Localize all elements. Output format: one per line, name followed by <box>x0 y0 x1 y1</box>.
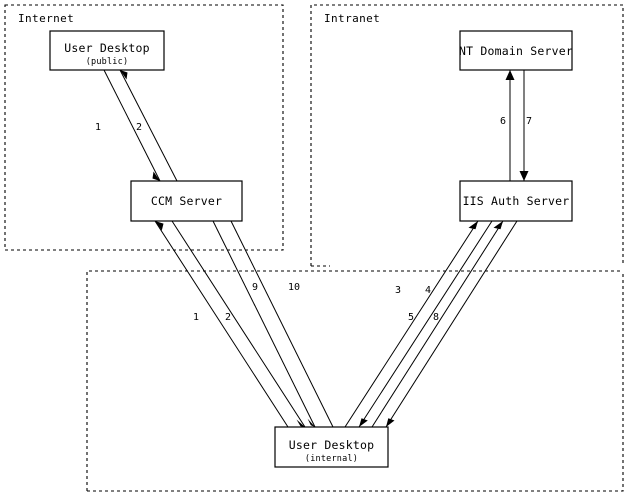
flow-label-5: 5 <box>408 312 414 323</box>
zone-internet-boundary <box>4 4 284 251</box>
zone-internet-label: Internet <box>18 12 74 25</box>
flow-3-line <box>344 220 479 428</box>
node-user-desktop-internal-subtitle: (internal) <box>305 454 358 464</box>
flow-2-line <box>119 69 178 182</box>
flow-5-line <box>371 220 504 428</box>
node-ccm-server[interactable]: CCM Server <box>130 180 243 222</box>
flow-label-2b: 2 <box>225 312 231 323</box>
node-nt-domain-server-box[interactable] <box>459 30 573 71</box>
flow-1-line <box>103 69 161 182</box>
flow-label-9: 9 <box>252 282 258 293</box>
flow-10-line <box>230 220 334 428</box>
flow-2b-line <box>171 220 306 428</box>
flow-label-6: 6 <box>500 116 506 127</box>
flow-9-line <box>212 220 316 428</box>
flow-label-3: 3 <box>395 285 401 296</box>
zone-internal-boundary-right <box>87 271 624 492</box>
node-iis-auth-server-title: IIS Auth Server <box>463 194 570 208</box>
node-user-desktop-public-subtitle: (public) <box>86 57 129 67</box>
flow-label-1: 1 <box>95 122 101 133</box>
zone-intranet: Intranet <box>310 4 624 267</box>
flow-label-10: 10 <box>288 282 300 293</box>
flow-4-line <box>358 220 493 428</box>
node-user-desktop-public[interactable]: User Desktop (public) <box>49 30 165 71</box>
flow-labels: 1 2 3 4 5 6 7 8 9 10 1 2 <box>95 116 532 323</box>
zone-intranet-label: Intranet <box>324 12 380 25</box>
flow-label-1b: 1 <box>193 312 199 323</box>
node-ccm-server-box[interactable] <box>130 180 243 222</box>
flow-label-7: 7 <box>526 116 532 127</box>
zone-internal-boundary-left <box>86 270 623 491</box>
node-user-desktop-internal[interactable]: User Desktop (internal) <box>274 426 389 468</box>
flow-label-8: 8 <box>433 312 439 323</box>
node-nt-domain-server-title: NT Domain Server <box>459 44 573 58</box>
flow-1b-line <box>154 220 289 428</box>
flow-label-2: 2 <box>136 122 142 133</box>
zone-internet: Internet <box>4 4 284 251</box>
flow-6-line <box>505 70 515 181</box>
flow-label-4: 4 <box>425 285 431 296</box>
node-ccm-server-title: CCM Server <box>151 194 222 208</box>
node-user-desktop-public-box[interactable] <box>49 30 165 71</box>
node-nt-domain-server[interactable]: NT Domain Server <box>459 30 573 71</box>
node-user-desktop-internal-title: User Desktop <box>289 438 374 452</box>
node-iis-auth-server[interactable]: IIS Auth Server <box>459 180 573 222</box>
zone-internal <box>86 270 624 492</box>
node-user-desktop-internal-box[interactable] <box>274 426 389 468</box>
flow-connectors <box>103 69 529 428</box>
node-iis-auth-server-box[interactable] <box>459 180 573 222</box>
zone-intranet-boundary <box>310 4 624 266</box>
flow-8-line <box>385 220 518 428</box>
node-user-desktop-public-title: User Desktop <box>64 41 149 55</box>
flow-7-line <box>519 70 529 181</box>
